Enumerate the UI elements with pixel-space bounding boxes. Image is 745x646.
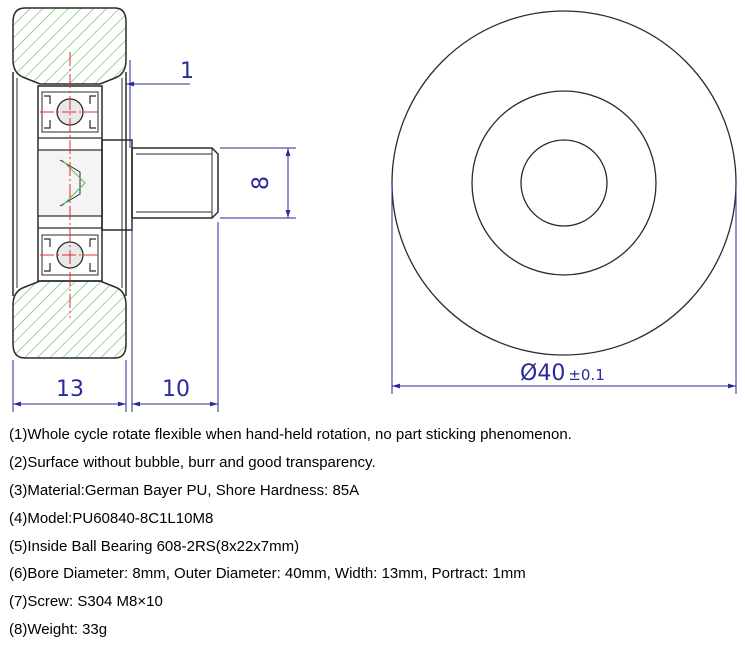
spec-item: (7)Screw: S304 M8×10 xyxy=(9,593,163,611)
dim-portract xyxy=(126,60,190,148)
side-view: 1 8 13 10 xyxy=(12,7,296,412)
dim-outer-diameter-label: Ø40±0.1 xyxy=(520,361,605,386)
centerlines xyxy=(40,52,100,318)
spec-item: (5)Inside Ball Bearing 608-2RS(8x22x7mm) xyxy=(9,537,300,555)
hub-washer xyxy=(101,139,133,231)
dim-portract-label: 1 xyxy=(180,59,194,84)
spec-item: (6)Bore Diameter: 8mm, Outer Diameter: 4… xyxy=(9,565,526,583)
dim-outer-diameter-tolerance: ±0.1 xyxy=(568,366,604,384)
dim-outer-diameter-value: Ø40 xyxy=(520,361,565,386)
spec-item: (2)Surface without bubble, burr and good… xyxy=(9,453,376,471)
middle-circle xyxy=(471,90,657,276)
pu-tire-section xyxy=(12,7,127,359)
spec-item: (3)Material:German Bayer PU, Shore Hardn… xyxy=(9,481,360,499)
dim-screw-diameter xyxy=(220,147,296,219)
spec-item: (8)Weight: 33g xyxy=(9,621,108,639)
dim-outer-diameter xyxy=(391,183,737,394)
technical-drawing: 1 8 13 10 Ø40±0.1 xyxy=(12,7,737,412)
front-view xyxy=(391,10,737,356)
dim-screw-diameter-label: 8 xyxy=(249,176,274,190)
spec-item: (1)Whole cycle rotate flexible when hand… xyxy=(9,426,572,443)
outer-circle xyxy=(391,10,737,356)
dim-screw-length-label: 10 xyxy=(162,377,190,402)
dim-screw-length xyxy=(131,222,219,412)
inner-circle xyxy=(520,139,608,227)
dim-width-label: 13 xyxy=(56,377,84,402)
screw-shaft xyxy=(131,147,219,219)
spec-list: (1)Whole cycle rotate flexible when hand… xyxy=(9,421,572,644)
dim-width xyxy=(12,360,127,412)
spec-item: (4)Model:PU60840-8C1L10M8 xyxy=(9,509,214,527)
